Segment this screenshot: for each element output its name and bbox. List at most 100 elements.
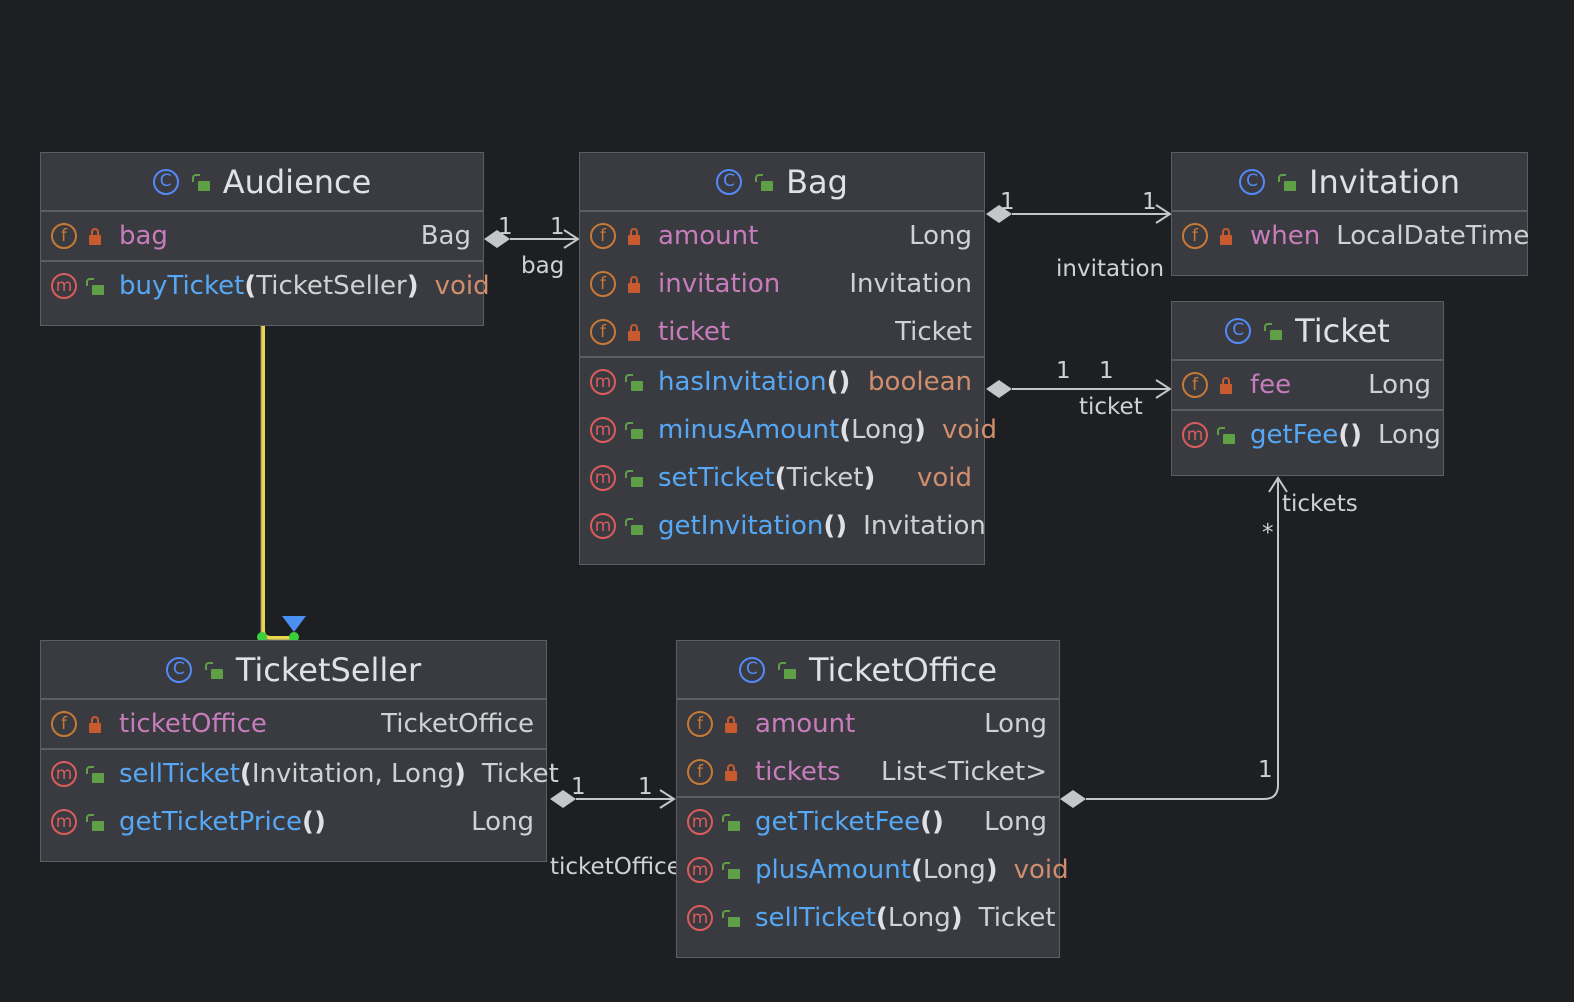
field-type: LocalDateTime [1336,221,1530,251]
method-params: Invitation, Long [251,759,454,789]
method-return-type: void [941,415,997,445]
field-row[interactable]: f ticketOffice TicketOffice [41,700,546,748]
methods-section: m getFee() Long [1172,411,1443,459]
field-row[interactable]: f ticket Ticket [580,308,984,356]
field-icon: f [1182,223,1208,249]
private-lock-icon [719,760,743,784]
method-name: hasInvitation [658,367,827,397]
method-row[interactable]: m sellTicket(Long) Ticket [677,894,1059,942]
method-row[interactable]: m minusAmount(Long) void [580,406,997,454]
method-icon: m [590,417,616,443]
class-name: Ticket [1295,311,1390,350]
class-header: C TicketSeller [41,641,546,700]
public-visibility-icon [622,466,646,490]
fields-section: f amount Long f invitation Invitation f … [580,212,984,358]
field-name: when [1250,221,1321,251]
field-row[interactable]: f tickets List<Ticket> [677,748,1059,796]
field-type: Long [909,221,972,251]
class-ticket[interactable]: C Ticket f fee Long m getFee() Long [1171,301,1444,476]
mult-bag-invitation-src: 1 [1000,189,1015,215]
method-icon: m [51,761,77,787]
fields-section: f amount Long f tickets List<Ticket> [677,700,1059,798]
public-visibility-icon [202,658,226,682]
field-row[interactable]: f amount Long [677,700,1059,748]
method-icon: m [687,809,713,835]
mult-bag-ticket-src: 1 [1056,358,1071,384]
class-name: Invitation [1309,162,1460,201]
public-visibility-icon [189,170,213,194]
field-type: TicketOffice [381,709,534,739]
class-ticketoffice[interactable]: C TicketOffice f amount Long f tickets L… [676,640,1069,958]
class-name: Bag [786,162,848,201]
field-name: amount [755,709,856,739]
fields-section: f ticketOffice TicketOffice [41,700,546,750]
method-icon: m [51,273,77,299]
method-name: getFee [1250,420,1339,450]
public-visibility-icon [622,370,646,394]
class-icon: C [1225,317,1252,344]
field-icon: f [51,223,77,249]
method-row[interactable]: m setTicket(Ticket) void [580,454,984,502]
edge-ticketoffice-ticket[interactable] [1086,478,1279,800]
class-name: Audience [222,162,372,201]
class-audience[interactable]: C Audience f bag Bag m buyTicket(TicketS… [40,152,490,326]
role-ticket: ticket [1079,394,1143,420]
class-header: C Ticket [1172,302,1443,361]
composition-diamond [484,230,510,248]
field-row[interactable]: f bag Bag [41,212,483,260]
class-ticketseller[interactable]: C TicketSeller f ticketOffice TicketOffi… [40,640,559,862]
field-row[interactable]: f fee Long [1172,361,1443,409]
field-type: Long [1368,370,1431,400]
highlighted-dependency-edge[interactable] [257,326,306,642]
field-row[interactable]: f invitation Invitation [580,260,984,308]
method-row[interactable]: m getTicketFee() Long [677,798,1059,846]
class-header: C Bag [580,153,984,212]
field-icon: f [590,271,616,297]
method-icon: m [590,369,616,395]
class-name: TicketOffice [808,650,998,689]
method-row[interactable]: m hasInvitation() boolean [580,358,984,406]
arrow-head [1155,204,1172,224]
class-header: C Invitation [1172,153,1527,212]
method-row[interactable]: m buyTicket(TicketSeller) void [41,262,490,310]
method-row[interactable]: m getTicketPrice() Long [41,798,546,846]
class-bag[interactable]: C Bag f amount Long f invitation Invitat… [579,152,997,565]
method-icon: m [590,465,616,491]
public-visibility-icon [1261,319,1285,343]
class-icon: C [1239,168,1265,195]
field-icon: f [687,711,713,737]
public-visibility-icon [83,274,107,298]
method-name: buyTicket [119,271,245,301]
method-row[interactable]: m getFee() Long [1172,411,1443,459]
method-params: Ticket [786,463,864,493]
method-params: Long [922,855,986,885]
field-name: ticket [658,317,731,347]
arrow-head [1268,476,1288,493]
method-return-type: Long [1378,420,1441,450]
method-name: setTicket [658,463,775,493]
field-name: ticketOffice [119,709,267,739]
method-params: Long [887,903,951,933]
class-invitation[interactable]: C Invitation f when LocalDateTime [1171,152,1530,276]
method-row[interactable]: m getInvitation() Invitation [580,502,986,550]
method-return-type: Ticket [978,903,1056,933]
field-name: tickets [755,757,841,787]
field-row[interactable]: f when LocalDateTime [1172,212,1530,260]
role-bag: bag [521,253,565,279]
mult-office-ticket-dst: * [1262,520,1274,546]
field-type: Long [984,709,1047,739]
method-icon: m [590,513,616,539]
method-row[interactable]: m sellTicket(Invitation, Long) Ticket [41,750,559,798]
field-type: Bag [420,221,471,251]
public-visibility-icon [622,418,646,442]
method-icon: m [1182,422,1208,448]
public-visibility-icon [752,170,776,194]
mult-audience-bag-dst: 1 [550,214,565,240]
composition-diamond [550,790,576,808]
field-type: List<Ticket> [881,757,1047,787]
method-row[interactable]: m plusAmount(Long) void [677,846,1069,894]
field-row[interactable]: f amount Long [580,212,984,260]
public-visibility-icon [83,810,107,834]
public-visibility-icon [775,658,799,682]
